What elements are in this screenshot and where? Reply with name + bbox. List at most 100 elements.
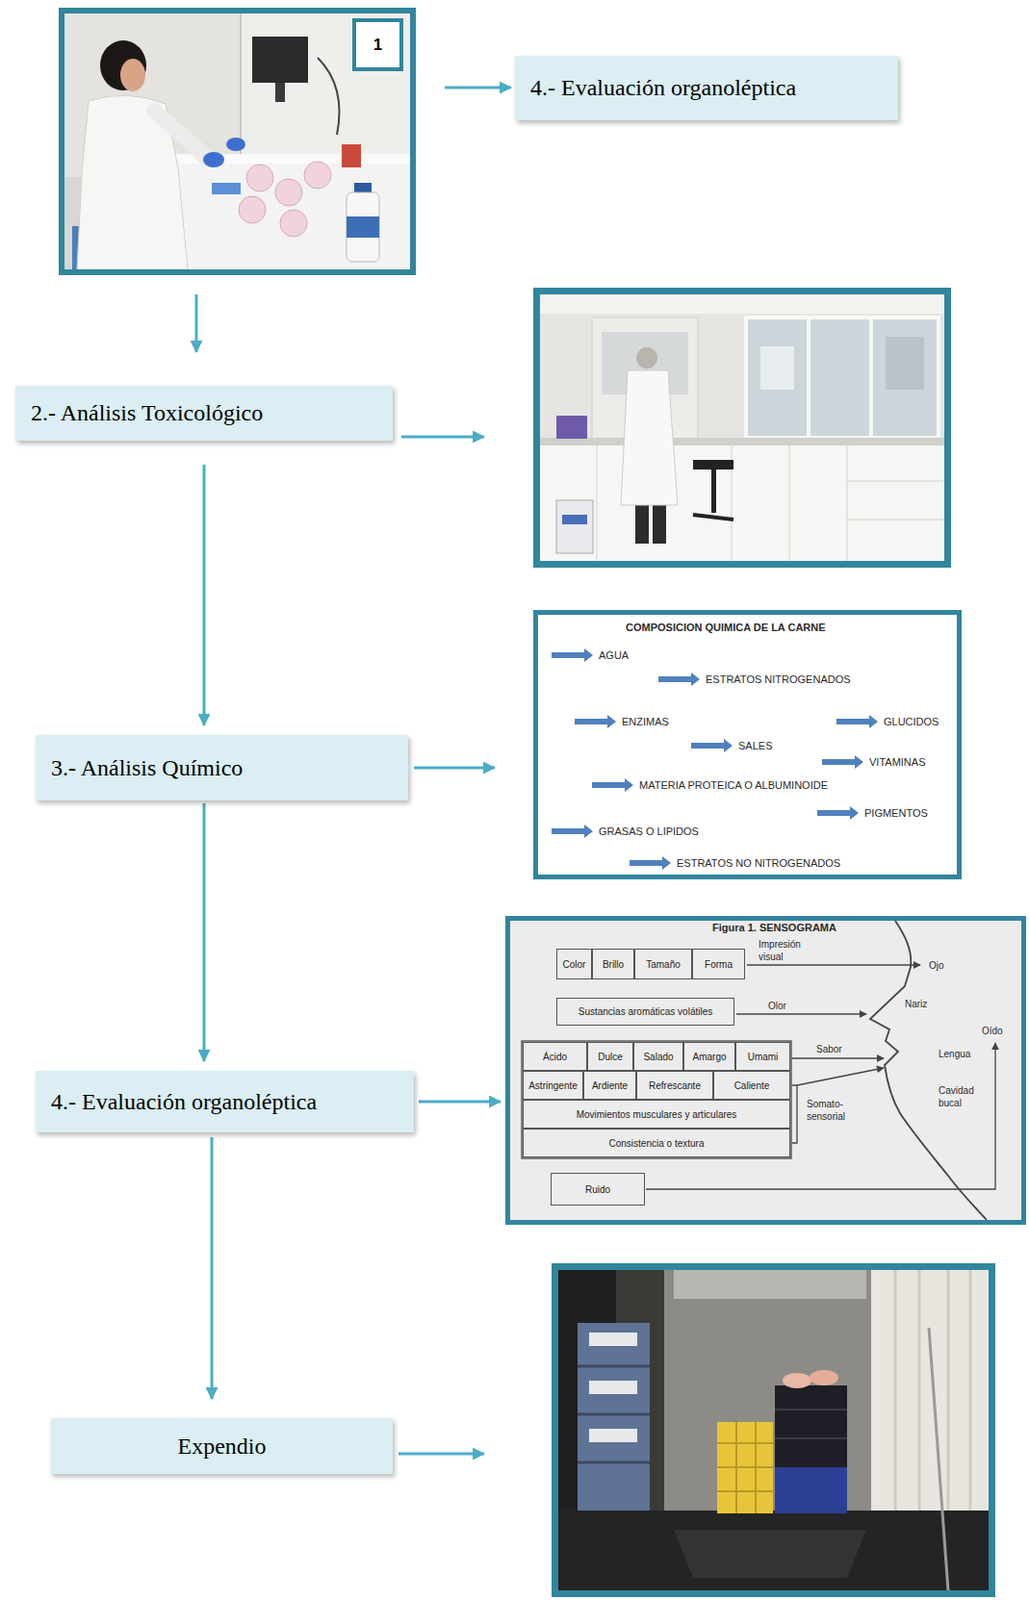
table-cell: Refrescante: [636, 1071, 714, 1101]
table-cell: Dulce: [587, 1042, 634, 1072]
storage-photo: [782, 1373, 812, 1390]
lab-photo: [64, 13, 411, 270]
cell-text: Umami: [747, 1052, 779, 1063]
sensogram-drawing: [792, 1057, 884, 1059]
process-box: 4.- Evaluación organoléptica: [35, 1071, 414, 1133]
cell-text: Brillo: [602, 959, 624, 971]
lab-room-photo: [540, 294, 945, 562]
lab-room-photo: [693, 514, 734, 520]
lab-room-photo: [885, 336, 925, 390]
lab-room-photo: [847, 481, 945, 483]
table-cell: Tamaño: [634, 949, 693, 980]
lab-room-photo: [760, 346, 795, 390]
storage-photo: [673, 1270, 867, 1300]
figure-text: GRASAS O LIPIDOS: [598, 824, 699, 839]
lab-photo: [246, 164, 274, 192]
lab-photo: [317, 57, 340, 135]
figure-panel: Figura 1. SENSOGRAMAImpresión visualOlor…: [505, 916, 1027, 1226]
lab-room-photo: [847, 445, 849, 562]
table-cell: Ácido: [522, 1042, 588, 1072]
figure-text: ESTRATOS NITROGENADOS: [705, 672, 851, 687]
lab-photo: [341, 144, 361, 168]
block-arrow: [822, 755, 864, 770]
lab-photo: [304, 161, 332, 189]
storage-photo: [928, 1328, 949, 1592]
cell-text: Ruido: [585, 1184, 611, 1196]
block-arrow: [574, 715, 617, 729]
table-cell: Color: [556, 949, 592, 980]
cell-text: Salado: [643, 1052, 673, 1063]
cell-text: Ácido: [542, 1052, 567, 1063]
figure-text: ESTRATOS NO NITROGENADOS: [676, 856, 841, 871]
cell-text: Consistencia o textura: [609, 1138, 705, 1150]
process-box: 3.- Análisis Químico: [35, 735, 409, 801]
storage-photo: [577, 1366, 650, 1464]
connector-arrow: [210, 1137, 214, 1400]
storage-photo: [664, 1270, 876, 1521]
lab-photo: [275, 179, 303, 206]
lab-photo: [144, 154, 411, 164]
process-box: 4.- Evaluación organoléptica: [514, 55, 899, 121]
table-cell: Ruido: [550, 1173, 645, 1207]
lab-room-photo: [540, 294, 945, 314]
lab-room-photo: [537, 291, 949, 566]
storage-photo: [717, 1422, 773, 1515]
lab-room-photo: [556, 500, 593, 554]
storage-photo: [774, 1467, 848, 1515]
flow-arrow: [398, 1453, 485, 1457]
table-cell: Salado: [633, 1042, 684, 1072]
lab-photo: [100, 40, 147, 91]
figure-ground: [533, 610, 962, 880]
lab-photo: [240, 13, 411, 178]
photo-frame: 1: [58, 7, 416, 276]
block-arrow: [817, 806, 859, 821]
cell-text: Amargo: [692, 1052, 726, 1063]
table-cell: Caliente: [713, 1071, 791, 1101]
table-cell: Forma: [692, 949, 746, 980]
connector-arrow: [203, 803, 206, 1062]
figure-panel: COMPOSICION QUIMICA DE LA CARNEAGUAESTRA…: [533, 610, 962, 880]
lab-room-photo: [711, 469, 717, 514]
lab-photo: [238, 196, 266, 224]
storage-photo: [577, 1323, 650, 1512]
cell-text: Movimientos musculares y articulares: [576, 1109, 738, 1121]
lab-room-photo: [847, 519, 945, 521]
lab-photo: [275, 82, 285, 103]
figure-text: Cavidad bucal: [938, 1084, 983, 1110]
storage-photo: [809, 1370, 839, 1387]
figure-text: COMPOSICION QUIMICA DE LA CARNE: [625, 620, 826, 635]
figure-text: Impresión visual: [758, 938, 813, 964]
lab-room-photo: [540, 437, 945, 446]
table-cell: Movimientos musculares y articulares: [522, 1100, 791, 1130]
storage-photo: [673, 1530, 867, 1579]
table-cell: Sustancias aromáticas volátiles: [556, 998, 735, 1027]
storage-photo: [589, 1333, 638, 1347]
sensogram-drawing: [870, 921, 987, 1221]
block-arrow: [591, 778, 634, 793]
block-arrow: [836, 715, 878, 729]
figure-ground: [505, 916, 1027, 1226]
figure-text: Olor: [768, 1000, 787, 1013]
storage-photo: [555, 1267, 993, 1595]
storage-photo: [555, 1267, 993, 1595]
table-cell: Umami: [735, 1042, 791, 1072]
storage-photo: [558, 1270, 989, 1592]
figure-text: ENZIMAS: [621, 715, 669, 729]
block-arrow: [551, 648, 593, 663]
step-label: 3.- Análisis Químico: [51, 755, 243, 782]
lab-room-photo: [636, 347, 658, 369]
storage-photo: [774, 1410, 848, 1440]
step-label: 4.- Evaluación organoléptica: [530, 75, 797, 102]
figure-text: VITAMINAS: [869, 755, 926, 770]
flow-arrow: [401, 436, 485, 439]
lab-room-photo: [537, 291, 949, 566]
process-box: 2.- Análisis Toxicológico: [15, 385, 393, 441]
lab-photo: [346, 216, 380, 238]
lab-photo: [64, 13, 411, 270]
lab-photo: [239, 13, 242, 178]
cell-text: Ardiente: [591, 1080, 628, 1092]
cell-text: Astringente: [528, 1080, 578, 1092]
connector-arrow: [413, 767, 495, 771]
storage-photo: [774, 1386, 848, 1468]
cell-text: Caliente: [734, 1080, 771, 1092]
